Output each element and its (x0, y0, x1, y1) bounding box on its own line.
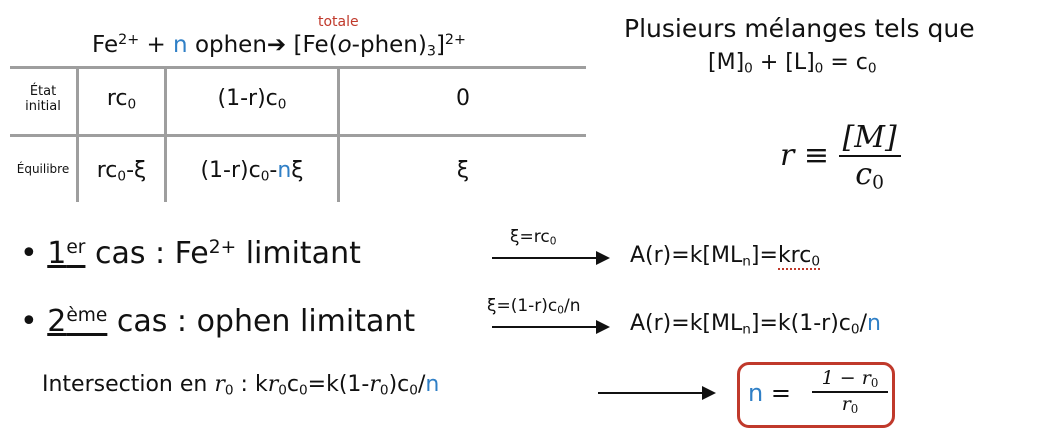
r-definition: r ≡ [M]c0 (780, 120, 901, 194)
r-fraction: [M]c0 (838, 120, 901, 194)
product-right: ] (435, 32, 445, 58)
plus-sign: + (146, 32, 166, 58)
intersection-arrow (598, 392, 704, 394)
table-mid-rule (10, 134, 586, 137)
case-1-line: • 1er cas : Fe2+ limitant (20, 236, 361, 271)
case-1-arrow-head (596, 251, 610, 265)
reaction-equation: Fe2+ + n ophen➔ [Fe(o-phen)3]2+ (92, 32, 466, 60)
case-1-arrow (492, 257, 598, 259)
case-1-result: A(r)=k[MLn]=krc0 (630, 243, 821, 270)
product-mid: -phen) (351, 32, 427, 58)
stoich-n: n (173, 32, 188, 58)
product-o: o (337, 32, 352, 58)
cell-initial-product: 0 (456, 86, 470, 111)
intersection-line: Intersection en r0 : kr0c0=k(1-r0)c0/n (42, 372, 440, 399)
result-box: n = 1 − r0 r0 (737, 362, 895, 428)
cell-eq-ligand: (1-r)c0-nξ (200, 158, 304, 185)
reaction-note: totale (318, 14, 359, 30)
total-concentration-equation: [M]0 + [L]0 = c0 (708, 50, 877, 77)
row-label-initial: État initial (25, 84, 61, 114)
bullet: • (20, 236, 38, 271)
cell-initial-metal: rc0 (106, 86, 137, 113)
case-2-line: • 2ème cas : ophen limitant (20, 304, 416, 339)
case-1-arrow-label: ξ=rc0 (510, 227, 557, 248)
product-left: [Fe( (293, 32, 338, 58)
metal: Fe (92, 32, 119, 58)
ligand: ophen (194, 32, 267, 58)
n-result: n = (748, 379, 791, 407)
bullet: • (20, 304, 38, 339)
cell-eq-metal: rc0-ξ (96, 158, 147, 185)
case-2-arrow (492, 326, 598, 328)
case-2-arrow-head (596, 320, 610, 334)
table-divider-3 (337, 68, 340, 202)
advancement-table: État initial rc0 (1-r)c0 0 Équilibre rc0… (10, 66, 586, 202)
table-divider-1 (76, 68, 79, 202)
row-label-equilibrium: Équilibre (16, 162, 70, 176)
n-fraction: 1 − r0 r0 (812, 367, 888, 416)
metal-charge: 2+ (118, 32, 140, 49)
table-divider-2 (164, 68, 167, 202)
product-sub: 3 (426, 43, 436, 60)
cell-initial-ligand: (1-r)c0 (217, 86, 287, 113)
reaction-arrow: ➔ (266, 32, 287, 58)
intersection-arrow-head (702, 386, 716, 400)
table-top-rule (10, 66, 586, 69)
case-2-arrow-label: ξ=(1-r)c0/n (487, 296, 581, 317)
mixtures-text: Plusieurs mélanges tels que (624, 14, 975, 43)
product-charge: 2+ (444, 32, 466, 49)
case-2-result: A(r)=k[MLn]=k(1-r)c0/n (630, 311, 881, 338)
cell-eq-product: ξ (456, 158, 470, 183)
